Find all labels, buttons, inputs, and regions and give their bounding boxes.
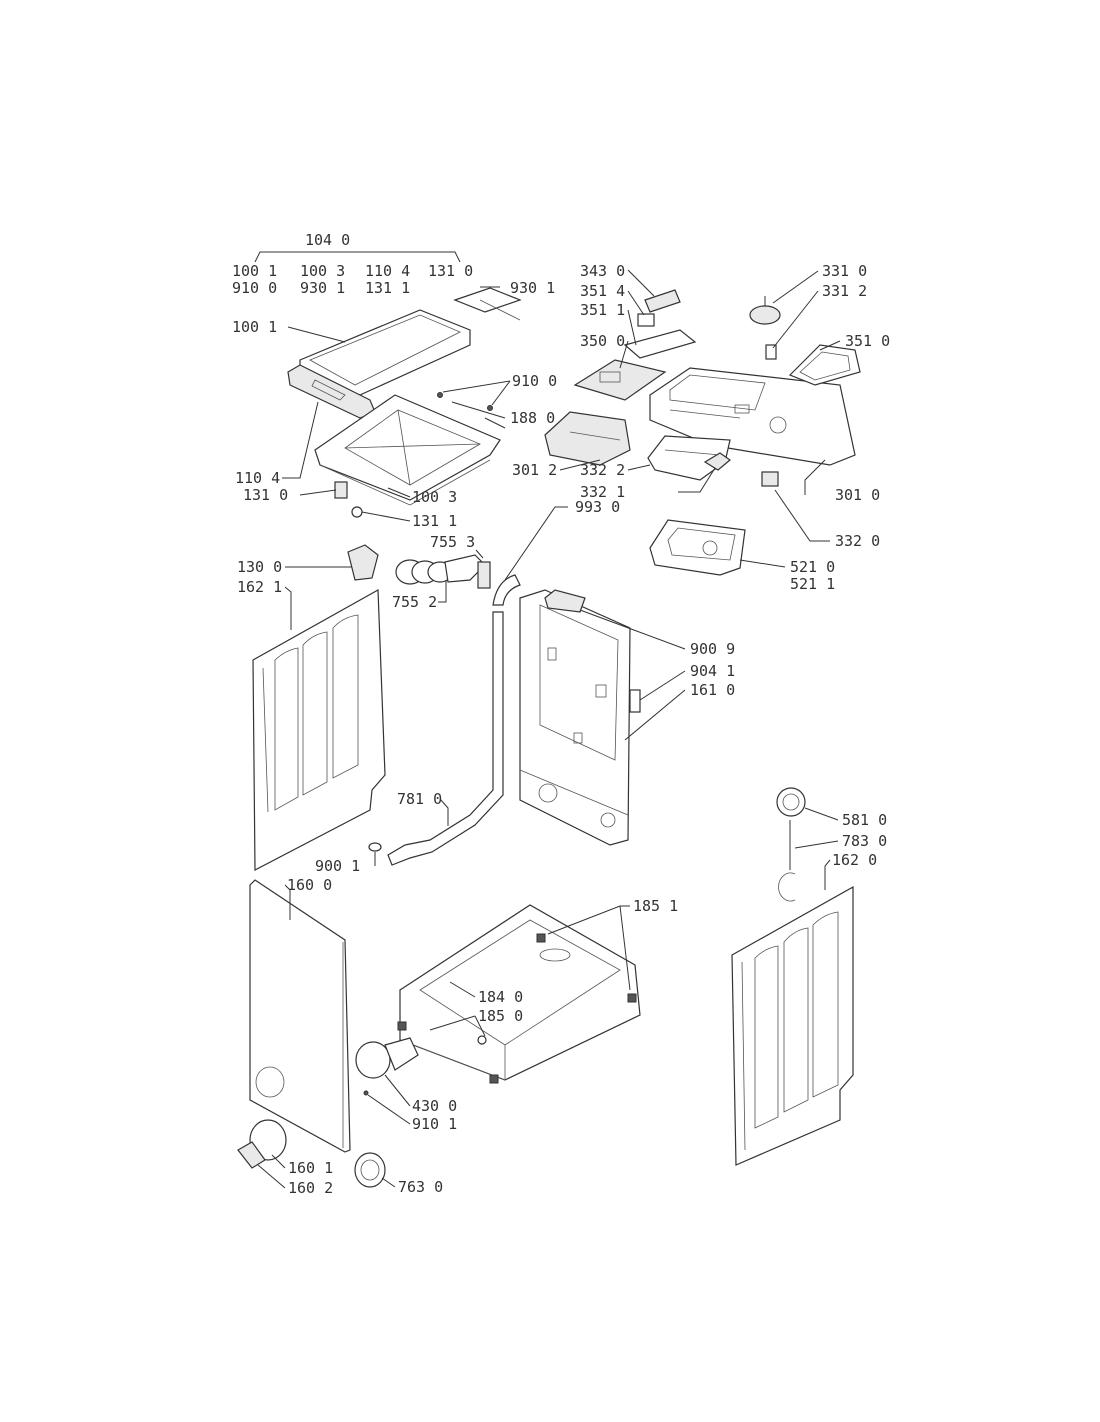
leader-lines: [254, 251, 841, 1189]
part-hinge-strip: [453, 287, 522, 321]
label-351-4: 351 4: [580, 282, 625, 300]
label-104-0: 104 0: [305, 231, 350, 249]
label-332-0: 332 0: [835, 532, 880, 550]
part-left-side-panel: [252, 588, 386, 871]
label-910-0: 910 0: [512, 372, 557, 390]
label-100-1: 100 1: [232, 318, 277, 336]
label-930-1: 930 1: [510, 279, 555, 297]
label-581-0: 581 0: [842, 811, 887, 829]
part-drain-hose: [368, 611, 504, 866]
label-110-4-group: 110 4: [365, 262, 410, 280]
part-base-frame: [399, 904, 641, 1081]
label-755-2: 755 2: [392, 593, 437, 611]
part-front-panel: [249, 879, 351, 1153]
label-783-0: 783 0: [842, 832, 887, 850]
label-131-0: 131 0: [243, 486, 288, 504]
label-162-1: 162 1: [237, 578, 282, 596]
label-430-0: 430 0: [412, 1097, 457, 1115]
part-labels: 104 0 100 1 100 3 110 4 131 0 910 0 930 …: [232, 231, 890, 1197]
label-900-9: 900 9: [690, 640, 735, 658]
part-drain-pump: [355, 1037, 419, 1096]
label-110-4: 110 4: [235, 469, 280, 487]
label-100-3: 100 3: [412, 488, 457, 506]
part-screws: [437, 392, 506, 429]
label-930-1-group: 930 1: [300, 279, 345, 297]
part-filter-cover: [237, 1119, 287, 1169]
part-bellows-hose: [395, 554, 491, 589]
part-buttons: [647, 435, 731, 481]
label-755-3: 755 3: [430, 533, 475, 551]
label-331-2: 331 2: [822, 282, 867, 300]
label-161-0: 161 0: [690, 681, 735, 699]
label-131-1: 131 1: [412, 512, 457, 530]
label-188-0: 188 0: [510, 409, 555, 427]
label-910-0-group: 910 0: [232, 279, 277, 297]
label-131-1-group: 131 1: [365, 279, 410, 297]
label-301-2: 301 2: [512, 461, 557, 479]
part-rear-bracket: [544, 589, 586, 613]
label-184-0: 184 0: [478, 988, 523, 1006]
label-331-0: 331 0: [822, 262, 867, 280]
part-top-frame: [314, 394, 501, 506]
label-160-0: 160 0: [287, 876, 332, 894]
label-904-1: 904 1: [690, 662, 735, 680]
label-781-0: 781 0: [397, 790, 442, 808]
part-panel-frame: [788, 344, 861, 386]
label-185-1: 185 1: [633, 897, 678, 915]
label-350-0: 350 0: [580, 332, 625, 350]
part-hose-elbow: [492, 574, 521, 606]
part-feet: [397, 933, 637, 1084]
label-521-0: 521 0: [790, 558, 835, 576]
part-right-side-panel: [731, 885, 854, 1166]
label-160-2: 160 2: [288, 1179, 333, 1197]
part-pcb-modules: [623, 289, 697, 359]
label-332-2: 332 2: [580, 461, 625, 479]
part-connector: [629, 689, 641, 713]
label-160-1: 160 1: [288, 1159, 333, 1177]
label-900-1: 900 1: [315, 857, 360, 875]
label-521-1: 521 1: [790, 575, 835, 593]
part-pcb: [573, 359, 667, 401]
label-162-0: 162 0: [832, 851, 877, 869]
label-763-0: 763 0: [398, 1178, 443, 1196]
label-351-0: 351 0: [845, 332, 890, 350]
label-131-0-group: 131 0: [428, 262, 473, 280]
part-door-lock: [347, 544, 379, 581]
label-993-0: 993 0: [575, 498, 620, 516]
label-130-0: 130 0: [237, 558, 282, 576]
part-rear-panel: [519, 589, 631, 846]
label-910-1: 910 1: [412, 1115, 457, 1133]
label-301-0: 301 0: [835, 486, 880, 504]
part-pump-filter: [354, 1152, 386, 1188]
part-clip: [761, 471, 779, 487]
label-332-1: 332 1: [580, 483, 625, 501]
part-pulley: [776, 787, 806, 902]
part-button-block: [544, 411, 631, 466]
label-343-0: 343 0: [580, 262, 625, 280]
part-electronic-housing: [649, 519, 746, 576]
label-351-1: 351 1: [580, 301, 625, 319]
label-185-0: 185 0: [478, 1007, 523, 1025]
label-100-3-group: 100 3: [300, 262, 345, 280]
part-knob: [749, 296, 781, 360]
part-hinge: [334, 481, 363, 518]
label-100-1-group: 100 1: [232, 262, 277, 280]
